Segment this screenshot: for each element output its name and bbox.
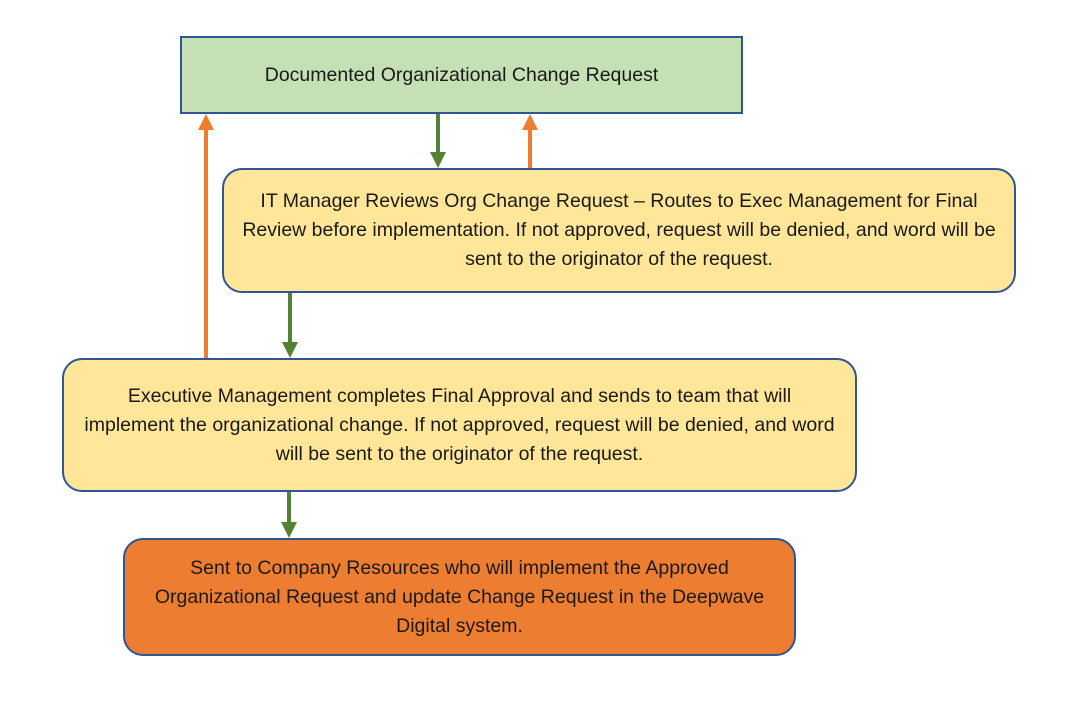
node-executive-approval-label: Executive Management completes Final App… xyxy=(84,384,835,465)
node-change-request: Documented Organizational Change Request xyxy=(180,36,743,114)
node-company-resources: Sent to Company Resources who will imple… xyxy=(123,538,796,656)
node-executive-approval: Executive Management completes Final App… xyxy=(62,358,857,492)
node-it-manager-review-label: IT Manager Reviews Org Change Request – … xyxy=(242,190,996,270)
node-it-manager-review: IT Manager Reviews Org Change Request – … xyxy=(222,168,1016,293)
node-company-resources-label: Sent to Company Resources who will imple… xyxy=(154,556,765,637)
node-change-request-label: Documented Organizational Change Request xyxy=(264,63,659,86)
